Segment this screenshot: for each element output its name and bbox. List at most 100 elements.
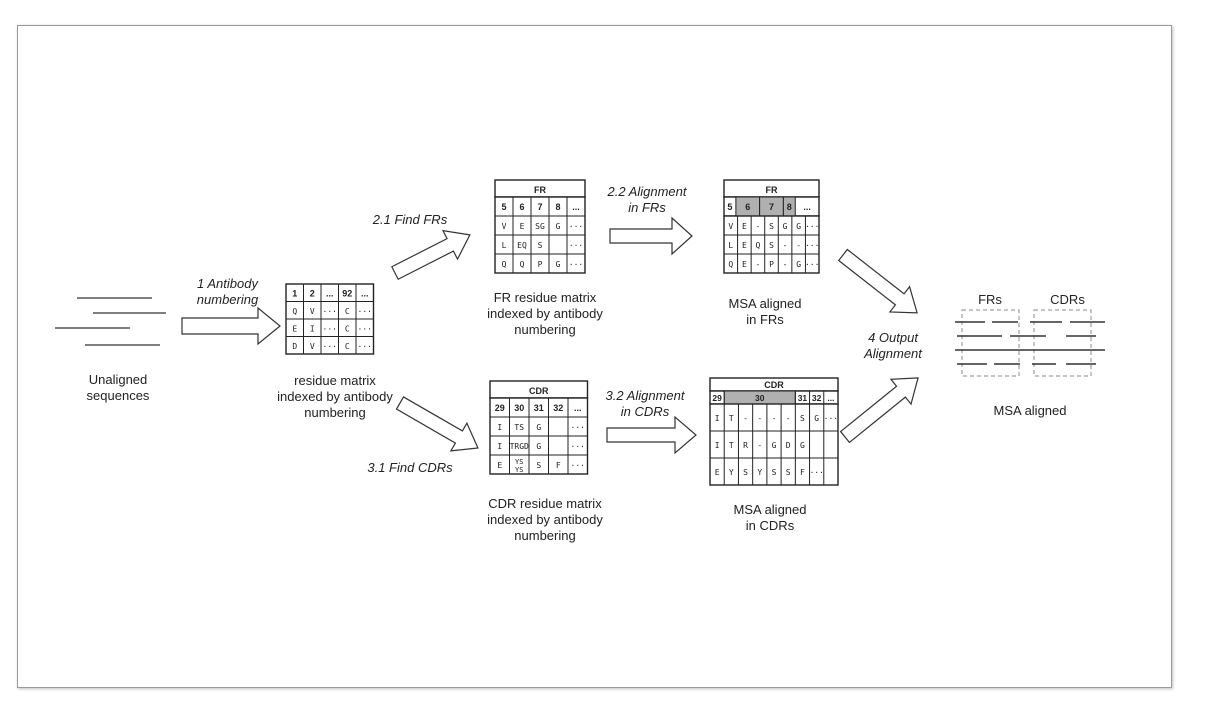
cdrs-column-header: CDRs [1050,292,1085,307]
fr-msa-cell: Q [756,241,761,250]
arrow-step22 [609,216,693,256]
step32-alignment-cdrs-label: 3.2 Alignment in CDRs [605,388,685,419]
msa-aligned-frs-label: MSA aligned in FRs [728,296,802,327]
cdr-matrix-cell: I [497,423,502,432]
residue-matrix-header-cell: 1 [292,288,297,298]
unaligned-sequences-lines [55,297,166,346]
cdr-msa-cell: ··· [809,468,823,477]
residue-matrix-header-cell: 92 [342,288,352,298]
fr-msa-header-cell: 5 [727,202,732,212]
cdr-matrix-cell: YS [515,466,523,474]
arrow-step21 [391,229,471,281]
fr-msa-cell: S [769,241,774,250]
cdr-matrix-cell: E [497,461,502,470]
fr-matrix-header-cell: 6 [519,202,524,212]
cdr-msa-cell: G [800,441,805,450]
fr-matrix-header-cell: ... [572,202,580,212]
cdr-matrix-header-cell: 29 [495,403,505,413]
fr-matrix-cell: L [502,241,507,250]
fr-matrix-header-cell: 8 [555,202,560,212]
cdr-matrix-cell: G [536,423,541,432]
step21-find-frs-label: 2.1 Find FRs [372,212,448,227]
cdr-msa-cell: ··· [824,414,838,423]
cdr-msa-header-cell: 31 [798,393,808,403]
cdr-msa-cell: D [786,441,791,450]
fr-msa-cell: V [728,222,733,231]
cdr-matrix-header-cell: ... [574,403,582,413]
fr-matrix-label: FR residue matrix indexed by antibody nu… [487,290,603,337]
cdr-matrix-header-cell: 31 [534,403,544,413]
fr-msa-cell: - [756,222,761,231]
step1-antibody-numbering-label: 1 Antibody numbering [196,276,259,307]
fr-matrix-cell: G [556,222,561,231]
cdr-msa-cell: - [772,414,777,423]
cdr-matrix-cell: ··· [571,461,585,470]
arrow-fr-to-output [837,248,918,314]
arrow-cdr-to-output [839,377,919,444]
fr-matrix-cell: Q [520,260,525,269]
cdr-msa-header-cell: 29 [712,393,722,403]
fr-msa-title: FR [766,185,778,195]
cdr-msa-cell: I [715,441,720,450]
arrow-step1 [181,306,281,346]
fr-msa-cell: ··· [805,260,819,269]
fr-matrix-cell: V [502,222,507,231]
cdr-matrix-cell: TRGD [510,442,529,451]
fr-msa-cell: - [796,241,801,250]
residue-matrix-cell: ··· [323,307,337,316]
fr-matrix-cell: G [556,260,561,269]
fr-msa-cell: ··· [805,241,819,250]
cdr-matrix-cell: F [556,461,561,470]
cdr-msa-cell: S [786,468,791,477]
residue-matrix-header-cell: 2 [310,288,315,298]
cdr-matrix-cell: YS [515,458,523,466]
cdr-msa-title: CDR [764,380,784,390]
fr-msa-cell: E [742,260,747,269]
arrow-step32 [606,415,697,455]
msa-aligned-output-label: MSA aligned [993,403,1067,418]
fr-matrix-cell: EQ [517,241,527,250]
fr-msa-header-cell: ... [803,202,811,212]
fr-msa-cell: - [756,260,761,269]
fr-msa-cell: G [783,222,788,231]
residue-matrix-cell: C [345,307,350,316]
fr-msa-cell: S [769,222,774,231]
residue-matrix-cell: C [345,342,350,351]
cdr-msa-cell: - [757,414,762,423]
cdr-msa-body [709,403,839,486]
figure-frame [17,25,1172,688]
fr-msa-cell: G [796,260,801,269]
fr-matrix-cell: SG [535,222,545,231]
fr-msa-body [723,215,820,274]
residue-matrix-header-cell: ... [326,288,334,298]
cdr-matrix-title: CDR [529,386,549,396]
cdr-msa-cell: S [743,468,748,477]
cdr-msa-cell: R [743,441,748,450]
fr-matrix-cell: ··· [569,241,583,250]
fr-msa-cell: - [783,260,788,269]
fr-msa-cell: G [796,222,801,231]
step22-alignment-frs-label: 2.2 Alignment in FRs [607,184,687,215]
fr-matrix-header-cell: 5 [501,202,506,212]
residue-matrix-cell: ··· [323,342,337,351]
fr-msa-header-cell: 6 [745,202,750,212]
arrow-step31 [395,396,479,452]
fr-msa-cell: E [742,241,747,250]
cdr-msa-cell: Y [729,468,734,477]
unaligned-sequences-label: Unaligned sequences [86,372,150,403]
fr-msa-header-cell: 7 [769,202,774,212]
residue-matrix-cell: ··· [358,307,372,316]
fr-matrix-header-cell: 7 [537,202,542,212]
cdr-msa-cell: G [772,441,777,450]
cdr-msa-cell: I [715,414,720,423]
cdr-msa-cell: T [729,441,734,450]
fr-msa-cell: E [742,222,747,231]
residue-matrix-cell: C [345,324,350,333]
fr-msa-cell: - [783,241,788,250]
residue-matrix-cell: ··· [323,324,337,333]
cdr-msa-header-cell: ... [827,393,834,403]
residue-matrix-cell: D [292,342,297,351]
residue-matrix-header-cell: ... [361,288,369,298]
cdr-matrix-cell: G [536,442,541,451]
